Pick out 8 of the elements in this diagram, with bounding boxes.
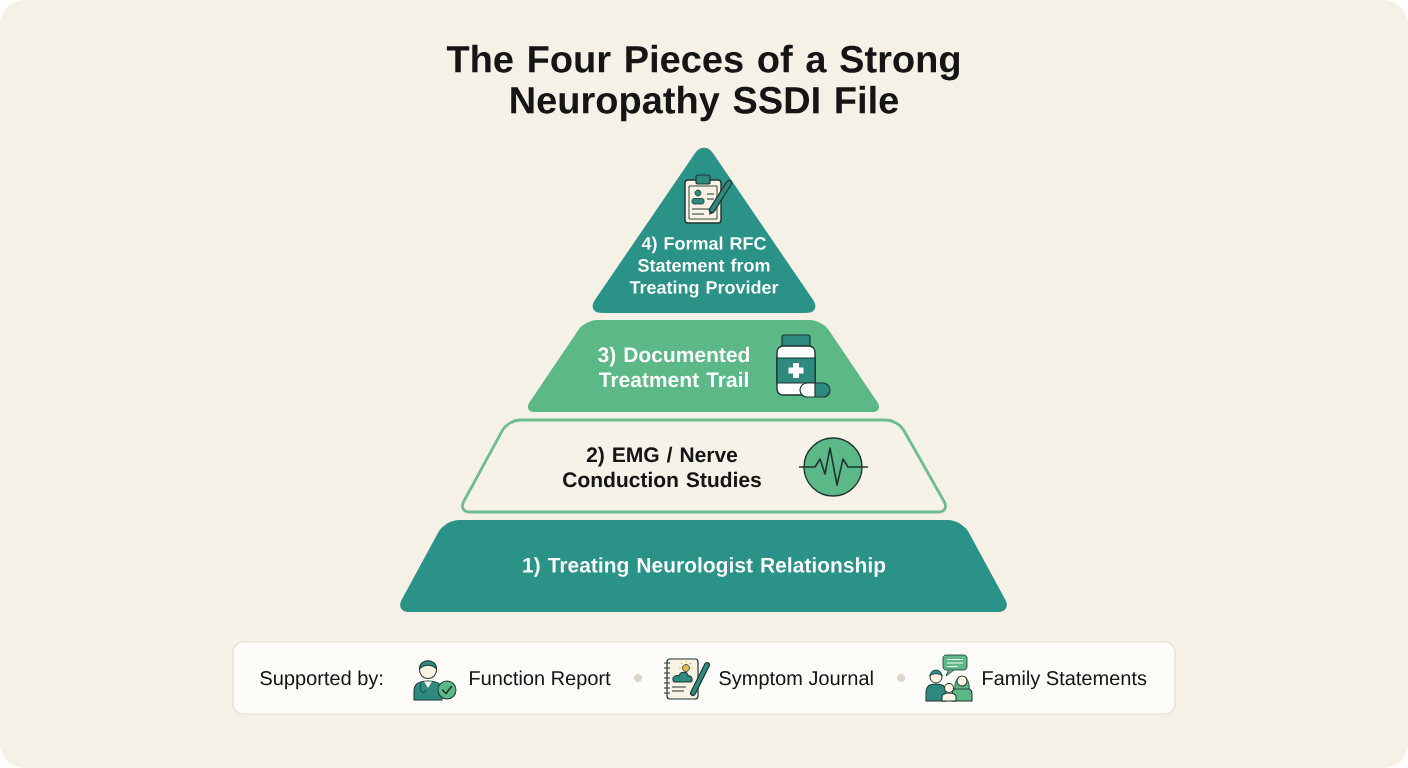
item-label: Family Statements bbox=[983, 670, 1147, 690]
item-label: Function Report bbox=[470, 670, 611, 690]
support-label: Supported by: bbox=[260, 670, 383, 690]
item-label: Symptom Journal bbox=[719, 670, 873, 690]
title: The Four Pieces of a Strong Neuropathy SSDI File bbox=[446, 44, 960, 122]
pyramid-tier: 3) Documented Treatment Trail bbox=[527, 320, 880, 412]
pyramid-tier: 4) Formal RFC Statement from Treating Provider bbox=[592, 147, 816, 313]
pyramid-tier: 1) Treating Neurologist Relationship bbox=[400, 520, 1007, 612]
